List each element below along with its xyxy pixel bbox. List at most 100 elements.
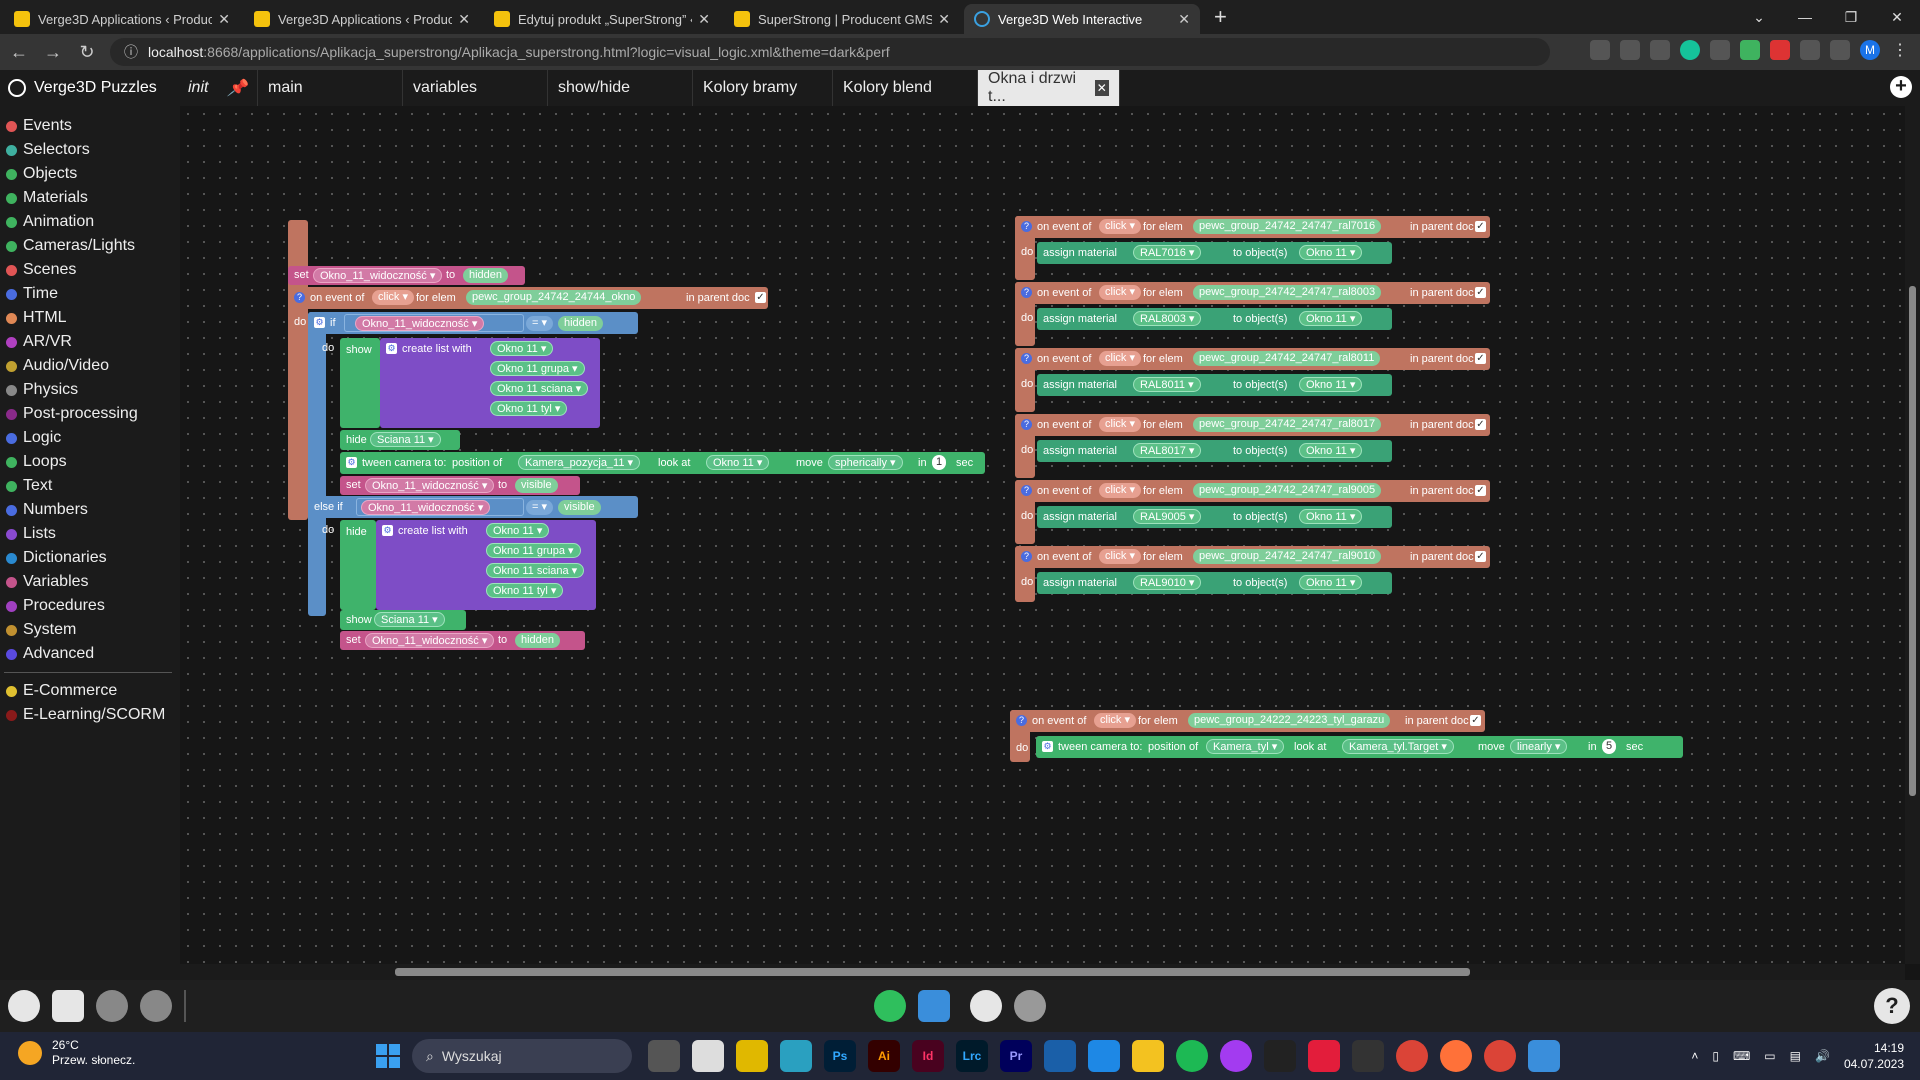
if-block[interactable]: ⚙ if Okno_11_widoczność ▾ = ▾ hidden bbox=[308, 312, 638, 334]
sidebar-category[interactable]: Audio/Video bbox=[0, 354, 180, 378]
help-icon[interactable]: ? bbox=[294, 292, 305, 303]
tween-camera-block[interactable]: ⚙ tween camera to: position of Kamera_ty… bbox=[1036, 736, 1683, 758]
parent-doc-checkbox[interactable]: ✓ bbox=[1475, 353, 1486, 364]
sidebar-category[interactable]: Text bbox=[0, 474, 180, 498]
network-icon[interactable]: ▤ bbox=[1789, 1049, 1801, 1063]
else-if-row[interactable]: else if Okno_11_widoczność ▾ = ▾ visible bbox=[308, 496, 638, 518]
tab-main[interactable]: main bbox=[258, 70, 403, 106]
parent-doc-checkbox[interactable]: ✓ bbox=[755, 292, 766, 303]
set-variable-block[interactable]: set Okno_11_widoczność ▾ to visible bbox=[340, 476, 580, 495]
library-icon[interactable] bbox=[8, 990, 40, 1022]
sidebar-category[interactable]: Objects bbox=[0, 162, 180, 186]
sidebar-category[interactable]: Lists bbox=[0, 522, 180, 546]
puzzle-extensions-icon[interactable] bbox=[1800, 40, 1820, 60]
vertical-scrollbar[interactable] bbox=[1905, 106, 1920, 964]
parent-doc-checkbox[interactable]: ✓ bbox=[1475, 287, 1486, 298]
extension-icon[interactable] bbox=[1710, 40, 1730, 60]
tab-search-icon[interactable]: ⌄ bbox=[1753, 8, 1765, 25]
close-tab-icon[interactable]: ✕ bbox=[458, 10, 470, 27]
sidebar-category[interactable]: Materials bbox=[0, 186, 180, 210]
sidebar-category[interactable]: Numbers bbox=[0, 498, 180, 522]
sidebar-category[interactable]: Post-processing bbox=[0, 402, 180, 426]
hide-block[interactable]: hide bbox=[340, 520, 376, 610]
parent-doc-checkbox[interactable]: ✓ bbox=[1470, 715, 1481, 726]
app-icon[interactable] bbox=[1528, 1040, 1560, 1072]
sidebar-category[interactable]: Time bbox=[0, 282, 180, 306]
menu-kebab-icon[interactable]: ⋮ bbox=[1892, 42, 1908, 59]
undo-button[interactable] bbox=[970, 990, 1002, 1022]
sidebar-category[interactable]: Animation bbox=[0, 210, 180, 234]
save-button[interactable] bbox=[918, 990, 950, 1022]
browser-tab[interactable]: SuperStrong | Producent GMS Sy✕ bbox=[724, 4, 960, 34]
redo-button[interactable] bbox=[1014, 990, 1046, 1022]
sidebar-category[interactable]: Dictionaries bbox=[0, 546, 180, 570]
sidebar-category[interactable]: Cameras/Lights bbox=[0, 234, 180, 258]
extension-icon[interactable] bbox=[1740, 40, 1760, 60]
help-icon[interactable]: ? bbox=[1021, 419, 1032, 430]
run-play-button[interactable] bbox=[874, 990, 906, 1022]
tween-camera-block[interactable]: ⚙ tween camera to: position of Kamera_po… bbox=[340, 452, 985, 474]
gear-icon[interactable]: ⚙ bbox=[346, 457, 357, 468]
if-block-body[interactable] bbox=[308, 312, 326, 616]
parent-doc-checkbox[interactable]: ✓ bbox=[1475, 221, 1486, 232]
close-tab-icon[interactable]: ✕ bbox=[938, 10, 950, 27]
vscode-icon[interactable] bbox=[1044, 1040, 1076, 1072]
sidebar-category[interactable]: E-Commerce bbox=[0, 679, 180, 703]
event-block-body[interactable] bbox=[288, 220, 308, 520]
minimize-icon[interactable]: — bbox=[1798, 9, 1812, 25]
firefox-icon[interactable] bbox=[1440, 1040, 1472, 1072]
task-view-icon[interactable] bbox=[648, 1040, 680, 1072]
pin-icon[interactable]: 📌 bbox=[227, 80, 247, 97]
app-icon[interactable] bbox=[1264, 1040, 1296, 1072]
indesign-icon[interactable]: Id bbox=[912, 1040, 944, 1072]
premiere-icon[interactable]: Pr bbox=[1000, 1040, 1032, 1072]
gear-icon[interactable]: ⚙ bbox=[1042, 741, 1053, 752]
sidebar-category[interactable]: Loops bbox=[0, 450, 180, 474]
gear-icon[interactable]: ⚙ bbox=[382, 525, 393, 536]
set-variable-block[interactable]: set Okno_11_widoczność ▾ to hidden bbox=[340, 631, 585, 650]
epic-games-icon[interactable] bbox=[1352, 1040, 1384, 1072]
app-icon[interactable] bbox=[736, 1040, 768, 1072]
tab-kolory-bramy[interactable]: Kolory bramy bbox=[693, 70, 833, 106]
volume-icon[interactable]: 🔊 bbox=[1814, 1049, 1830, 1063]
translate-icon[interactable] bbox=[1590, 40, 1610, 60]
keyboard-icon[interactable]: ⌨ bbox=[1732, 1049, 1751, 1063]
puzzles-workspace[interactable]: set Okno_11_widoczność ▾ to hidden ? on … bbox=[180, 106, 1905, 964]
start-windows-icon[interactable] bbox=[376, 1044, 400, 1068]
lightroom-classic-icon[interactable]: Lrc bbox=[956, 1040, 988, 1072]
sidebar-category[interactable]: Scenes bbox=[0, 258, 180, 282]
reload-icon[interactable]: ↻ bbox=[79, 41, 95, 62]
share-icon[interactable] bbox=[1620, 40, 1640, 60]
help-button[interactable]: ? bbox=[1874, 988, 1910, 1024]
sidebar-category[interactable]: Variables bbox=[0, 570, 180, 594]
tab-show-hide[interactable]: show/hide bbox=[548, 70, 693, 106]
bookmark-star-icon[interactable] bbox=[1650, 40, 1670, 60]
browser-tab[interactable]: Edytuj produkt „SuperStrong” ‹ P✕ bbox=[484, 4, 720, 34]
sidebar-category[interactable]: HTML bbox=[0, 306, 180, 330]
help-icon[interactable]: ? bbox=[1021, 353, 1032, 364]
parent-doc-checkbox[interactable]: ✓ bbox=[1475, 419, 1486, 430]
file-explorer-icon[interactable] bbox=[1132, 1040, 1164, 1072]
vivaldi-icon[interactable] bbox=[1308, 1040, 1340, 1072]
app-icon[interactable] bbox=[780, 1040, 812, 1072]
illustrator-icon[interactable]: Ai bbox=[868, 1040, 900, 1072]
display-icon[interactable]: ▭ bbox=[1764, 1049, 1776, 1063]
new-tab-button[interactable]: + bbox=[1214, 4, 1227, 29]
create-list-block[interactable]: ⚙ create list with Okno 11 ▾ Okno 11 gru… bbox=[380, 338, 600, 428]
app-icon[interactable] bbox=[1088, 1040, 1120, 1072]
chrome-icon[interactable] bbox=[1396, 1040, 1428, 1072]
help-icon[interactable]: ? bbox=[1021, 287, 1032, 298]
sidebar-category[interactable]: Physics bbox=[0, 378, 180, 402]
scroll-thumb[interactable] bbox=[395, 968, 1470, 976]
set-variable-block[interactable]: set Okno_11_widoczność ▾ to hidden bbox=[288, 266, 525, 285]
battery-icon[interactable]: ▯ bbox=[1712, 1049, 1719, 1063]
on-event-block[interactable]: ? on event of click ▾ for elem pewc_grou… bbox=[1010, 710, 1485, 732]
add-workspace-button[interactable]: + bbox=[1890, 76, 1912, 98]
